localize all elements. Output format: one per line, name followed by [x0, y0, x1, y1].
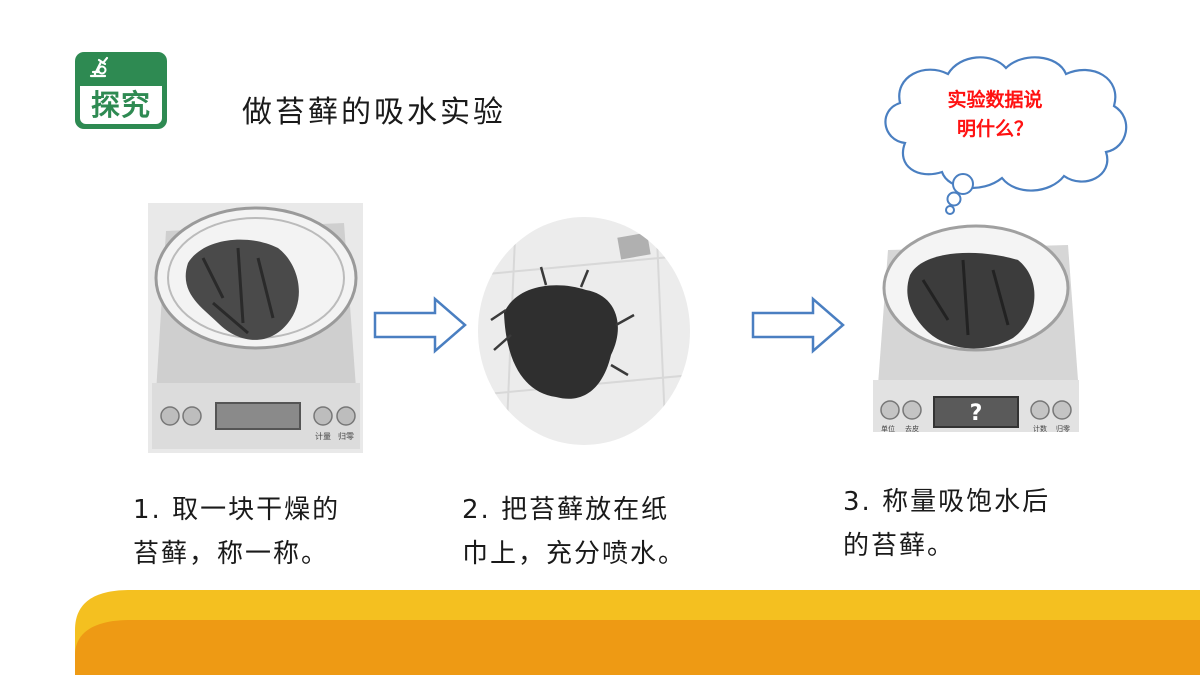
- arrow-right-icon: [751, 296, 845, 354]
- explore-badge: 探究: [75, 52, 167, 129]
- scale-display-question: ?: [970, 401, 983, 426]
- scale-button-label: 计数: [1033, 424, 1047, 433]
- step-1-caption: 1. 取一块干燥的 苔藓，称一称。: [133, 495, 341, 569]
- scale-button-label: 归零: [338, 431, 354, 441]
- scale-button-label: 单位: [881, 424, 895, 433]
- badge-label: 探究: [80, 86, 162, 124]
- page-title: 做苔藓的吸水实验: [242, 95, 506, 130]
- cloud-question: 实验数据说 明什么？: [947, 89, 1043, 140]
- microscope-icon: [89, 56, 109, 78]
- thought-cloud: [884, 56, 1128, 215]
- photo-wet-moss-on-scale: ? 单位 去皮 计数 归零: [868, 220, 1083, 438]
- step-2-caption: 2. 把苔藓放在纸 巾上，充分喷水。: [462, 495, 687, 569]
- photo-dry-moss-on-scale: 计量 归零: [148, 203, 363, 453]
- decorative-banner: [75, 590, 1200, 675]
- scale-button-label: 归零: [1056, 424, 1070, 433]
- step-3-caption: 3. 称量吸饱水后 的苔藓。: [843, 487, 1051, 561]
- photo-moss-on-paper-towel: [478, 217, 690, 445]
- scale-button-label: 去皮: [905, 424, 919, 433]
- arrow-right-icon: [373, 296, 467, 354]
- scale-button-label: 计量: [315, 431, 331, 441]
